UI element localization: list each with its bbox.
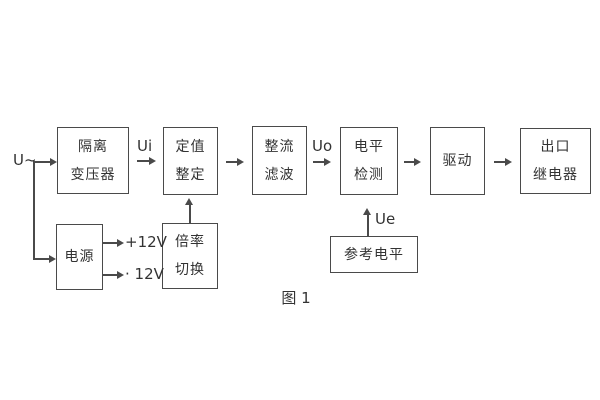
block-label-line: 电源 (64, 249, 95, 265)
block-power-supply: 电源 (56, 224, 103, 290)
rail-positive-arrowhead (117, 239, 124, 247)
block-label-line: 出口 (540, 139, 571, 155)
block-label-line: 定值 (175, 139, 206, 155)
block-label-line: 参考电平 (344, 246, 404, 263)
input-to-power-arrowhead (49, 255, 56, 263)
label-input-voltage: U~ (13, 151, 37, 169)
input-to-power-line (33, 258, 49, 260)
arrow-ue-line (367, 215, 369, 236)
block-label-line: 变压器 (70, 166, 116, 183)
block-label-line: 倍率 (175, 234, 205, 250)
block-setpoint-adjust: 定值 整定 (163, 127, 218, 195)
input-to-transformer-line (33, 161, 50, 163)
block-level-detector: 电平 检测 (340, 127, 398, 195)
arrow-uo-line (313, 161, 324, 163)
arrow-ue-arrowhead (363, 208, 371, 215)
block-rectifier-filter: 整流 滤波 (252, 126, 307, 195)
arrow-detector-to-driver-arrowhead (414, 158, 421, 166)
arrow-setpoint-to-rectifier-line (226, 161, 237, 163)
arrow-driver-to-relay-arrowhead (505, 158, 512, 166)
label-ue: Ue (375, 210, 396, 228)
block-label-line: 整流 (264, 138, 295, 155)
block-reference-level: 参考电平 (330, 236, 418, 273)
input-to-transformer-arrowhead (50, 158, 57, 166)
block-label-line: 隔离 (78, 138, 108, 155)
block-isolation-transformer: 隔离 变压器 (57, 127, 129, 194)
block-label-line: 电平 (354, 139, 384, 155)
block-driver: 驱动 (430, 127, 485, 195)
label-rail-positive: +12V (125, 233, 167, 251)
block-label-line: 切换 (175, 262, 205, 278)
arrow-ui-arrowhead (149, 157, 156, 165)
figure-caption: 图 1 (281, 289, 311, 307)
rail-positive-line (103, 242, 117, 244)
label-ui: Ui (137, 137, 153, 155)
label-rail-negative: · 12V (125, 265, 164, 283)
arrow-driver-to-relay-line (494, 161, 505, 163)
block-label-line: 驱动 (442, 153, 473, 169)
block-output-relay: 出口 继电器 (520, 128, 591, 194)
input-branch-vline (33, 161, 35, 260)
arrow-setpoint-to-rectifier-arrowhead (237, 158, 244, 166)
arrow-ui-line (137, 160, 149, 162)
arrow-detector-to-driver-line (404, 161, 414, 163)
block-label-line: 整定 (175, 167, 206, 183)
block-label-line: 继电器 (533, 167, 578, 183)
arrow-uo-arrowhead (324, 158, 331, 166)
block-label-line: 检测 (354, 167, 384, 183)
ratio-to-setpoint-line (189, 205, 191, 224)
rail-negative-line (103, 274, 117, 276)
block-ratio-switch: 倍率 切换 (162, 223, 218, 289)
block-label-line: 滤波 (264, 166, 295, 183)
ratio-to-setpoint-arrowhead (185, 198, 193, 205)
label-uo: Uo (312, 137, 333, 155)
rail-negative-arrowhead (117, 271, 124, 279)
